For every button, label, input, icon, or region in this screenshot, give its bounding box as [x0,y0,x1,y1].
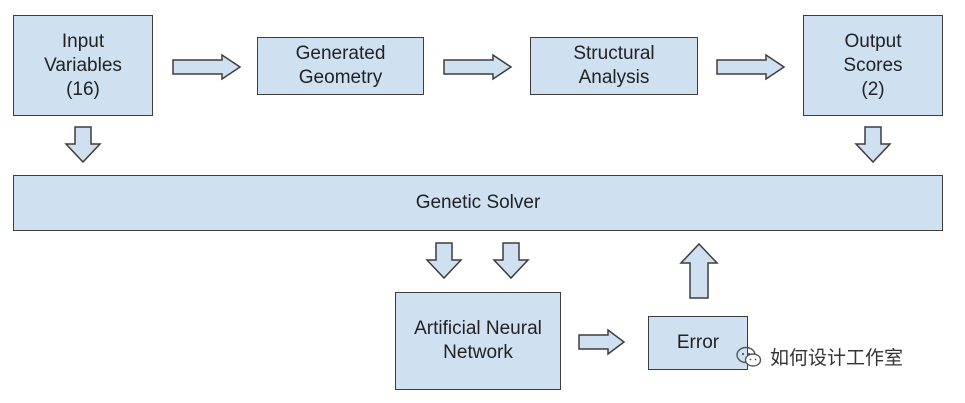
watermark-text: 如何设计工作室 [770,348,904,369]
arrow-geometry-to-analysis [443,53,513,81]
genetic-solver-box: Genetic Solver [13,175,943,231]
input-variables-line1: Input [61,30,105,52]
watermark: 如何设计工作室 [736,343,903,370]
wechat-icon [736,346,762,367]
arrow-solver-to-ann-right [492,242,530,280]
output-scores-line2: Scores [843,54,903,76]
generated-geometry-box: Generated Geometry [257,37,424,95]
generated-geometry-line1: Generated [295,43,386,64]
arrow-input-to-solver [64,126,102,164]
output-scores-box: Output Scores (2) [803,15,943,116]
structural-analysis-line1: Structural [573,43,655,64]
output-scores-line3: (2) [861,78,885,100]
input-variables-box: Input Variables (16) [13,15,153,116]
error-label: Error [676,332,720,353]
ann-box: Artificial Neural Network [395,292,561,390]
structural-analysis-box: Structural Analysis [530,37,698,95]
arrow-solver-to-ann-left [425,242,463,280]
ann-line2: Network [443,342,513,363]
generated-geometry-line2: Geometry [298,67,383,88]
arrow-ann-to-error [578,328,626,356]
output-scores-line1: Output [844,30,902,52]
structural-analysis-line2: Analysis [578,67,650,88]
arrow-analysis-to-output [716,53,786,81]
error-box: Error [648,316,748,370]
arrow-output-to-solver [854,126,892,164]
genetic-solver-label: Genetic Solver [415,192,541,213]
input-variables-line3: (16) [66,78,100,100]
input-variables-line2: Variables [44,54,122,76]
ann-line1: Artificial Neural [414,318,542,339]
arrow-input-to-geometry [172,53,242,81]
arrow-error-to-solver [679,242,719,299]
